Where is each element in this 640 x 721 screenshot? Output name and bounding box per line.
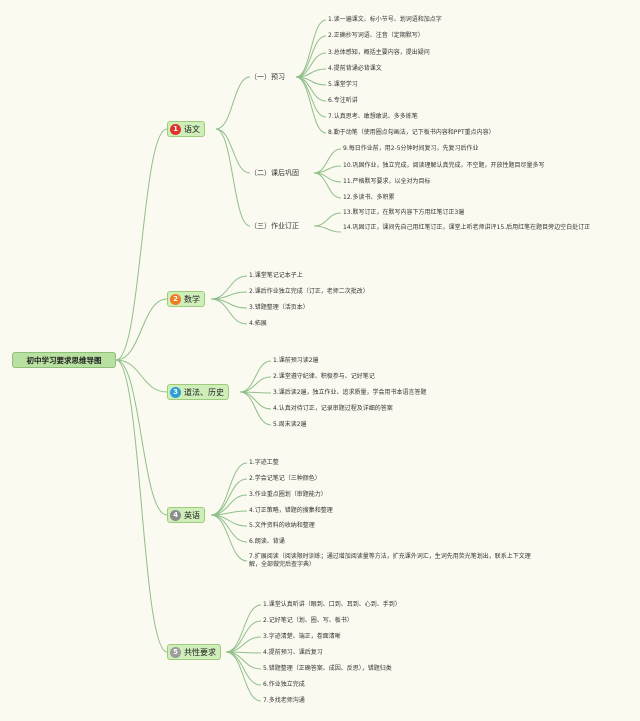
- leaf-item: 4.提前预习、课后复习: [263, 649, 323, 656]
- leaf-connector: [313, 172, 342, 199]
- leaf-item: 1.课前预习读2遍: [273, 357, 319, 364]
- leaf-item: 8.勤于动笔（使用圈点勾画法，记下板书内容和PPT重点内容）: [328, 129, 495, 136]
- leaf-item: 5.课堂学习: [328, 81, 358, 88]
- leaf-item: 5.错题整理（正确答案、成因、反思），错题归类: [263, 665, 392, 672]
- sub-connector: [215, 76, 251, 130]
- leaf-item: 1.课堂笔记记本子上: [249, 272, 303, 279]
- leaf-item: 14.巩固订正，课间先自己用红笔订正，课堂上听老师讲评15.后用红笔在题目旁边空…: [343, 224, 591, 231]
- branch-chinese[interactable]: 1 语文: [167, 121, 205, 137]
- leaf-item: 6.朗读、背诵: [249, 538, 285, 545]
- leaf-item: 1.读一遍课文、标小节号、划词语和加点字: [328, 16, 442, 23]
- leaf-connector: [313, 148, 342, 174]
- leaf-item: 12.多读书、多积累: [343, 194, 395, 201]
- leaf-item: 13.默写订正，在默写内容下方用红笔订正3遍: [343, 209, 465, 216]
- branch-morality-history[interactable]: 3 道法、历史: [167, 384, 229, 400]
- leaf-item: 3.作业重点圈划（审题能力）: [249, 491, 327, 498]
- leaf-item: 1.课堂认真听讲（眼到、口到、耳到、心到、手到）: [263, 601, 401, 608]
- leaf-connector: [210, 514, 248, 562]
- leaf-connector: [239, 391, 272, 426]
- root-connector: [115, 359, 168, 653]
- leaf-item: 2.课堂遵守纪律、积极参与、记好笔记: [273, 373, 375, 380]
- leaf-item: 3.字迹清楚、端正，卷面清晰: [263, 633, 341, 640]
- leaf-item: 5.文件资料的收纳和整理: [249, 522, 315, 529]
- leaf-connector: [210, 298, 248, 325]
- leaf-item: 2.记好笔记（划、圈、写、板书）: [263, 617, 353, 624]
- leaf-connector: [313, 225, 342, 233]
- leaf-item: 2.正确抄写词语、注音（定期默写）: [328, 32, 424, 39]
- branch-label: 道法、历史: [184, 387, 224, 397]
- sub-connector: [215, 128, 251, 174]
- leaf-item: 7.认真思考、敢想敢说、多多练笔: [328, 113, 418, 120]
- leaf-item: 4.拓展: [249, 320, 267, 327]
- leaf-item: 7.多找老师沟通: [263, 697, 305, 704]
- leaf-connector: [239, 376, 272, 393]
- leaf-item: 4.订正策略，错题的搜集和整理: [249, 507, 333, 514]
- leaf-connector: [313, 212, 342, 227]
- leaf-item: 11.严格默写要求，以全对为目标: [343, 178, 431, 185]
- branch-label: 共性要求: [184, 647, 216, 657]
- number-badge-5-icon: 5: [170, 646, 181, 658]
- sub-node-consolidate[interactable]: （二）课后巩固: [250, 169, 299, 177]
- root-connector: [115, 359, 168, 516]
- number-badge-4-icon: 4: [170, 509, 181, 521]
- leaf-item: 3.错题整理（活页本）: [249, 304, 309, 311]
- leaf-item: 2.课后作业独立完成（订正，老师二次批改）: [249, 288, 369, 295]
- root-connector: [115, 359, 168, 393]
- leaf-item: 2.学会记笔记（三种颜色）: [249, 475, 321, 482]
- leaf-connector: [239, 360, 272, 393]
- sub-connector: [215, 128, 251, 227]
- leaf-connector: [295, 35, 327, 78]
- leaf-connector: [210, 478, 248, 516]
- root-connector: [115, 298, 168, 361]
- leaf-item: 6.作业独立完成: [263, 681, 305, 688]
- leaf-item: 1.字迹工整: [249, 459, 279, 466]
- leaf-connector: [225, 651, 262, 670]
- branch-label: 语文: [184, 124, 200, 134]
- branch-label: 英语: [184, 510, 200, 520]
- leaf-connector: [295, 19, 327, 78]
- branch-english[interactable]: 4 英语: [167, 507, 205, 523]
- leaf-connector: [225, 620, 262, 653]
- root-connector: [115, 128, 168, 361]
- branch-common-requirements[interactable]: 5 共性要求: [167, 644, 221, 660]
- leaf-connector: [239, 391, 272, 410]
- sub-node-correction[interactable]: （三）作业订正: [250, 222, 299, 230]
- root-node[interactable]: 初中学习要求思维导图: [12, 352, 116, 368]
- number-badge-1-icon: 1: [170, 123, 181, 135]
- number-badge-3-icon: 3: [170, 386, 181, 398]
- leaf-connector: [295, 76, 327, 134]
- number-badge-2-icon: 2: [170, 293, 181, 305]
- leaf-item: 4.提前背诵必背课文: [328, 65, 382, 72]
- leaf-item: 3.总体感知，概括主要内容，提出疑问: [328, 49, 430, 56]
- leaf-item: 4.认真对待订正，记录审题过程及详细的答案: [273, 405, 393, 412]
- leaf-connector: [225, 651, 262, 702]
- branch-math[interactable]: 2 数学: [167, 291, 205, 307]
- leaf-item: 6.专注听讲: [328, 97, 358, 104]
- leaf-item: 9.每日作业前，用2-5分钟时间复习，先复习后作业: [343, 145, 479, 152]
- leaf-connector: [210, 462, 248, 516]
- leaf-item: 10.巩固作业，独立完成，阅读理解认真完成，不空题，开放性题目尽量多写: [343, 162, 545, 169]
- leaf-connector: [295, 76, 327, 118]
- sub-node-preview[interactable]: （一）预习: [250, 73, 285, 81]
- leaf-item: 7.扩展阅读（阅读限时训练；通过增加阅读量等方法，扩充课外词汇，生词先用荧光笔划…: [249, 553, 531, 568]
- branch-label: 数学: [184, 294, 200, 304]
- leaf-item: 3.课后读2遍，独立作业、追求质量，学会用书本语言答题: [273, 389, 427, 396]
- leaf-item: 5.周末读2遍: [273, 421, 307, 428]
